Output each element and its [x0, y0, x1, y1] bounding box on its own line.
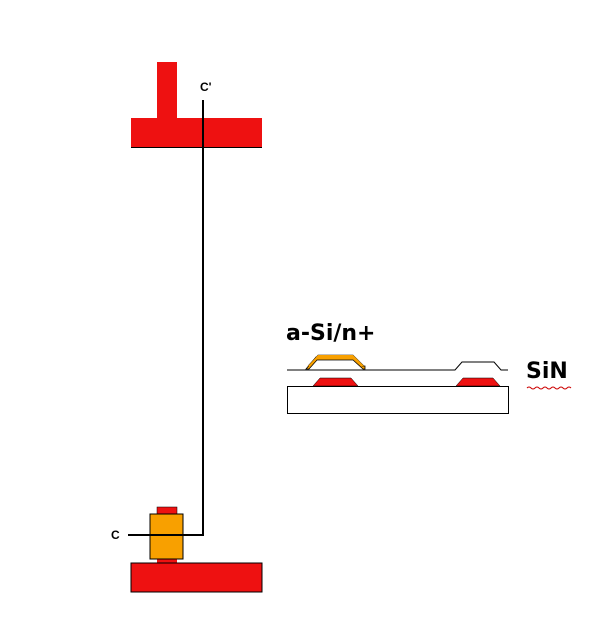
substrate — [287, 386, 509, 414]
label-c-prime: C' — [200, 80, 212, 94]
spell-underline — [526, 386, 572, 390]
sin-layer — [287, 361, 508, 371]
top-gate-electrode — [131, 62, 262, 148]
label-sin: SiN — [526, 359, 568, 384]
gate-left — [312, 377, 359, 387]
cross-section — [287, 354, 509, 414]
label-c: C — [111, 528, 120, 542]
gate-right — [455, 377, 501, 387]
asi-island — [149, 513, 184, 560]
bottom-gate-electrode — [130, 506, 263, 593]
cut-line-c-c-prime — [128, 100, 204, 536]
label-asi-n: a-Si/n+ — [286, 321, 376, 346]
